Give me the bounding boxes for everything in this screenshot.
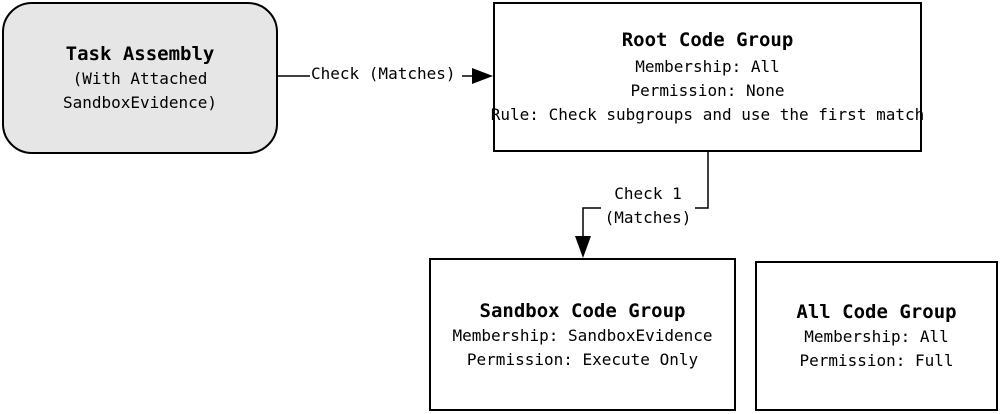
sandbox-code-group-title: Sandbox Code Group [479,299,686,322]
arrowhead-task-to-root [472,68,493,84]
connector-root-to-sandbox [695,152,709,209]
task-assembly-node: Task Assembly (With Attached SandboxEvid… [2,2,278,154]
sandbox-code-group-membership: Membership: SandboxEvidence [452,325,713,345]
task-assembly-line: SandboxEvidence) [62,93,218,112]
arrowhead-root-to-sandbox [575,236,591,258]
all-code-group-membership: Membership: All [804,327,949,346]
edge-label-check-matches: Check (Matches) [311,62,456,86]
sandbox-code-group-node: Sandbox Code Group Membership: SandboxEv… [429,258,736,411]
sandbox-code-group-permission: Permission: Execute Only [466,349,699,369]
all-code-group-permission: Permission: Full [799,351,954,370]
root-code-group-permission: Permission: None [630,81,785,100]
task-assembly-title: Task Assembly [65,43,215,65]
all-code-group-title: All Code Group [796,301,957,323]
task-assembly-line: (With Attached [72,69,208,88]
root-code-group-title: Root Code Group [621,29,794,51]
root-code-group-rule: Rule: Check subgroups and use the first … [490,105,925,124]
all-code-group-node: All Code Group Membership: All Permissio… [755,261,998,411]
edge-label-check-1: Check 1 (Matches) [600,182,696,230]
root-code-group-membership: Membership: All [635,57,780,76]
edge-label-check-1-line: Check 1 [614,184,682,203]
connector-root-to-sandbox-lower [582,207,601,238]
root-code-group-node: Root Code Group Membership: All Permissi… [490,2,925,152]
edge-label-check-1-line: (Matches) [604,208,692,227]
